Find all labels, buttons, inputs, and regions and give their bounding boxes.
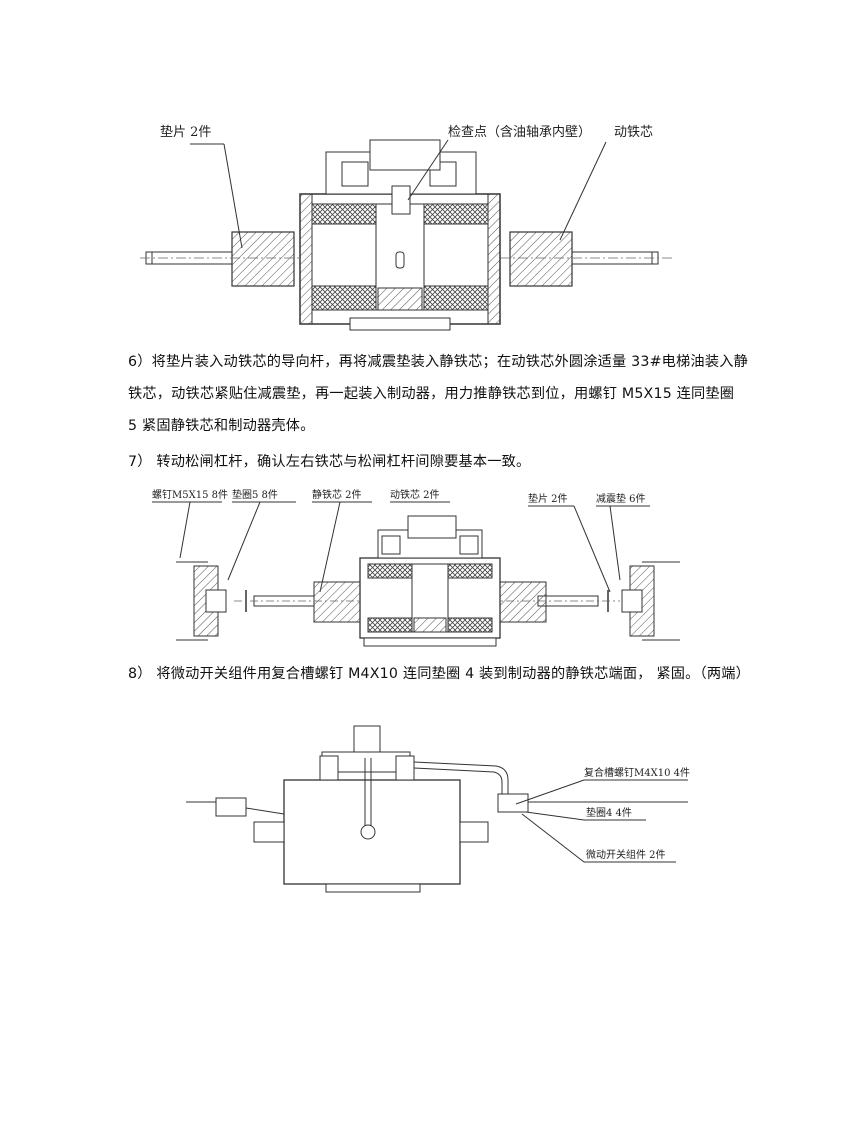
figure-3-micro-switch: 复合槽螺钉M4X10 4件 垫圈4 4件 微动开关组件 2件 bbox=[176, 722, 692, 894]
label-washer: 垫圈5 8件 bbox=[232, 488, 278, 501]
label-check-point: 检查点（含油轴承内壁） bbox=[448, 124, 591, 140]
label-micro-switch: 微动开关组件 2件 bbox=[586, 848, 666, 861]
label-screw: 螺钉M5X15 8件 bbox=[152, 489, 228, 501]
step-6-text: 6）将垫片装入动铁芯的导向杆，再将减震垫装入静铁芯；在动铁芯外圆涂适量 33#电… bbox=[128, 354, 748, 434]
label-damper: 减震垫 6件 bbox=[596, 492, 646, 505]
label-moving-core: 动铁芯 bbox=[614, 125, 653, 140]
label-compound-screw: 复合槽螺钉M4X10 4件 bbox=[584, 766, 690, 779]
figure-1-brake-assembly: 垫片 2件 检查点（含油轴承内壁） 动铁芯 bbox=[130, 112, 690, 340]
label-moving-core-2: 动铁芯 2件 bbox=[390, 488, 440, 501]
figure-2-release-lever: 螺钉M5X15 8件 垫圈5 8件 静铁芯 2件 动铁芯 2件 垫片 2件 减震… bbox=[150, 480, 690, 650]
label-shim: 垫片 2件 bbox=[160, 124, 211, 140]
label-static-core: 静铁芯 2件 bbox=[312, 488, 362, 501]
label-shim-2: 垫片 2件 bbox=[528, 492, 568, 505]
step-8-text: 8） 将微动开关组件用复合槽螺钉 M4X10 连同垫圈 4 装到制动器的静铁芯端… bbox=[128, 666, 750, 682]
step-7-text: 7） 转动松闸杠杆，确认左右铁芯与松闸杠杆间隙要基本一致。 bbox=[128, 454, 531, 470]
label-washer-4: 垫圈4 4件 bbox=[586, 806, 632, 819]
